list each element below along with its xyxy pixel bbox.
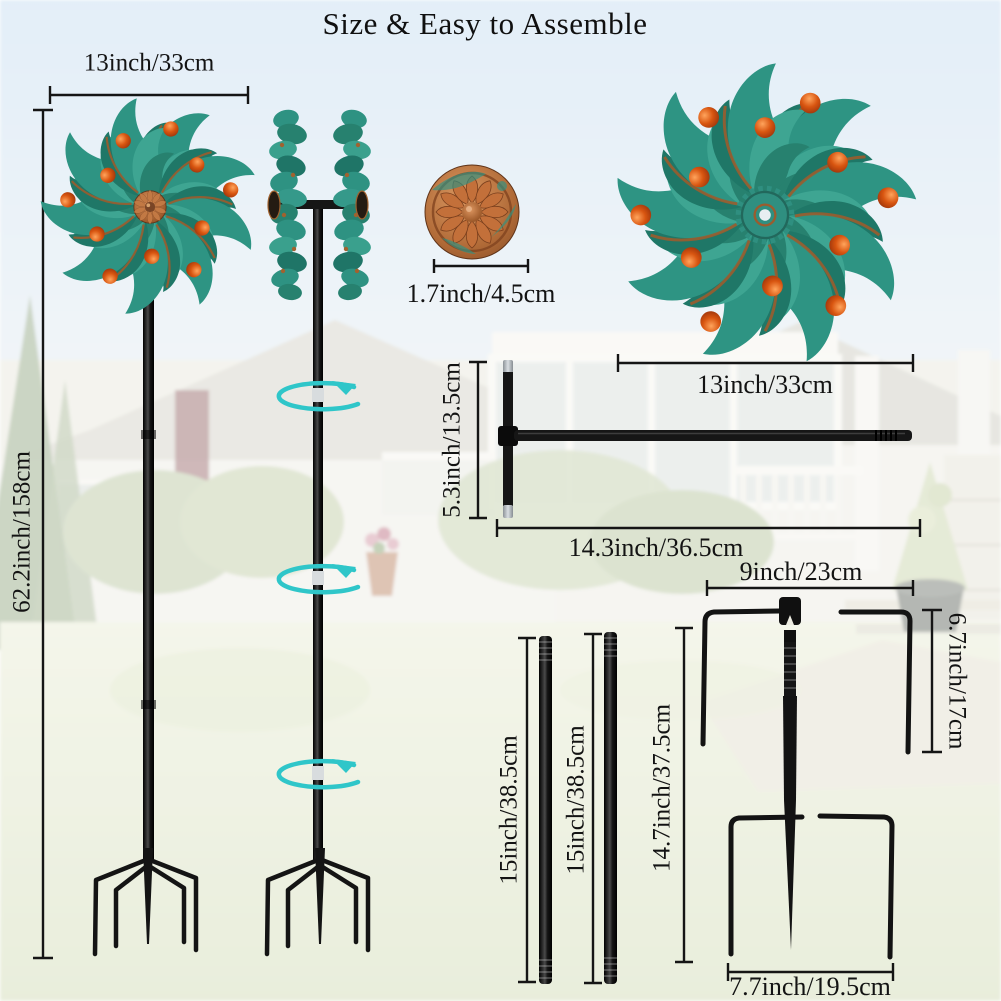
anchor-stake <box>700 597 913 960</box>
glass-balls <box>630 92 899 332</box>
dim-label-stake-base-width: 7.7inch/19.5cm <box>729 972 891 1001</box>
dim-line-spinner2-width <box>616 354 915 372</box>
dim-label-stake-height: 14.7inch/37.5cm <box>648 703 676 873</box>
dim-line-total-height <box>33 108 53 960</box>
dim-label-pole-a: 15inch/38.5cm <box>495 735 523 885</box>
spinner-left-front <box>32 90 263 323</box>
dim-line-fork-depth <box>922 608 942 754</box>
dim-line-fork-width <box>705 580 915 596</box>
patina-marks <box>432 171 516 254</box>
spinner-assembly-side-view <box>267 105 374 954</box>
page-title: Size & Easy to Assemble <box>322 6 648 41</box>
dim-line-cap-diameter <box>432 259 530 273</box>
extension-pole-b <box>604 632 617 984</box>
dim-label-spinner2-width: 13inch/33cm <box>697 370 833 399</box>
axle-hub-cap <box>355 190 369 220</box>
dim-label-fork-depth: 6.7inch/17cm <box>943 612 971 750</box>
dim-label-spinner1-width: 13inch/33cm <box>83 49 215 77</box>
dim-line-pole-a <box>518 636 536 984</box>
crossbar-connector <box>498 360 912 518</box>
dim-label-cap-diameter: 1.7inch/4.5cm <box>406 279 556 308</box>
finial-cap <box>424 164 520 260</box>
dim-line-connector-height <box>469 360 487 520</box>
glass-balls <box>60 121 239 284</box>
dim-label-connector-length: 14.3inch/36.5cm <box>568 533 744 562</box>
dim-label-total-height: 62.2inch/158cm <box>8 451 36 613</box>
dim-line-connector-length <box>495 519 922 537</box>
spinner-assembly-front-view <box>32 90 263 954</box>
dim-line-stake-height <box>675 626 693 964</box>
dim-line-pole-b <box>584 632 602 985</box>
axle-hub-cap <box>267 190 281 220</box>
dim-label-connector-height: 5.3inch/13.5cm <box>438 362 466 518</box>
dim-label-pole-b: 15inch/38.5cm <box>562 725 590 875</box>
extension-pole-a <box>539 636 552 984</box>
dimension-lines <box>33 86 942 985</box>
spinner-right-front <box>571 23 950 405</box>
dim-line-stake-base-width <box>726 963 895 981</box>
dim-label-fork-width: 9inch/23cm <box>739 557 863 586</box>
dim-line-spinner1-width <box>48 86 250 104</box>
